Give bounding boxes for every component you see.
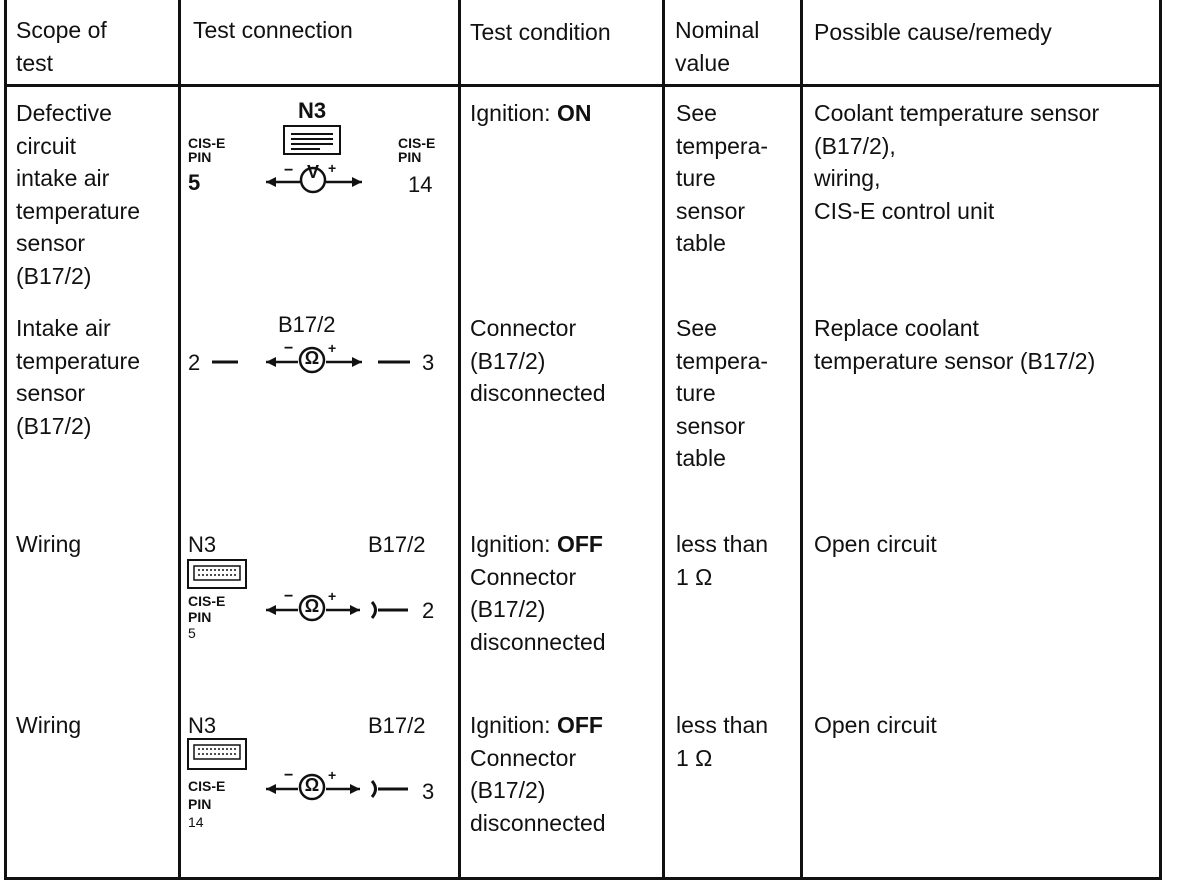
row2-nominal: See tempera- ture sensor table (676, 315, 769, 471)
row1-test-diagram: N3 V − + CIS-E PIN 5 CIS-E PIN 14 (180, 88, 458, 208)
left-pin-label: CIS-E (188, 135, 226, 151)
row4-scope: Wiring (16, 712, 82, 738)
row3-cause: Open circuit (814, 531, 937, 557)
ohmmeter-icon (298, 773, 326, 801)
left-pin-number: 5 (188, 170, 201, 195)
header-condition: Test condition (470, 19, 611, 45)
ohmmeter-icon (298, 346, 326, 374)
column-divider (178, 0, 181, 880)
row3-scope: Wiring (16, 531, 82, 557)
meter-plus: + (328, 160, 337, 176)
terminal-number: 3 (422, 779, 435, 804)
meter-minus: − (284, 340, 294, 357)
meter-symbol: Ω (304, 596, 320, 616)
column-divider (458, 0, 461, 880)
column-divider (800, 0, 803, 880)
meter-symbol: V (306, 162, 319, 182)
header-divider (4, 84, 1162, 87)
ohmmeter-wiring-icon (212, 346, 410, 374)
right-pin-label: PIN (398, 149, 422, 165)
row3-test-diagram: N3 B17/2 Ω − + CIS-E PIN 5 2 (180, 528, 458, 658)
table-frame (4, 0, 1162, 880)
pin-label: CIS-E (188, 593, 226, 609)
row4-nominal: less than 1 Ω (676, 712, 769, 771)
row3-condition: Ignition: OFF Connector (B17/2) disconne… (470, 531, 606, 655)
pin-label: PIN (188, 609, 212, 625)
meter-plus: + (328, 340, 337, 356)
diagram-label-b17-2: B17/2 (368, 713, 426, 738)
row2-condition: Connector (B17/2) disconnected (470, 315, 606, 406)
row1-condition: Ignition: ON (470, 100, 592, 126)
pin-label: PIN (188, 796, 212, 812)
meter-minus: − (284, 162, 294, 179)
meter-minus: − (284, 588, 294, 605)
row4-test-diagram: N3 B17/2 Ω − + CIS-E PIN 14 3 (180, 709, 458, 849)
row2-scope: Intake air temperature sensor (B17/2) (16, 315, 141, 439)
diagram-label-n3: N3 (298, 98, 327, 123)
right-terminal-number: 3 (422, 350, 435, 375)
left-terminal-number: 2 (188, 350, 201, 375)
ohmmeter-icon (298, 594, 326, 622)
header-cause: Possible cause/remedy (814, 19, 1052, 45)
meter-plus: + (328, 767, 337, 783)
control-unit-icon (266, 125, 362, 194)
row4-condition: Ignition: OFF Connector (B17/2) disconne… (470, 712, 606, 836)
row1-nominal: See tempera- ture sensor table (676, 100, 769, 256)
row2-test-diagram: B17/2 Ω − + 2 3 (180, 310, 458, 390)
header-connection: Test connection (193, 17, 353, 43)
diagram-label-n3: N3 (188, 713, 217, 738)
right-pin-label: CIS-E (398, 135, 436, 151)
right-pin-number: 14 (408, 172, 433, 197)
control-unit-wiring-icon (187, 738, 408, 801)
pin-label: CIS-E (188, 778, 226, 794)
pin-number: 14 (188, 814, 204, 830)
row4-cause: Open circuit (814, 712, 937, 738)
voltmeter-icon (299, 166, 327, 194)
row2-cause: Replace coolant temperature sensor (B17/… (814, 315, 1096, 374)
diagram-label-n3: N3 (188, 532, 217, 557)
column-divider (662, 0, 665, 880)
row1-cause: Coolant temperature sensor (B17/2), wiri… (814, 100, 1100, 224)
diagram-label-b17-2: B17/2 (278, 312, 336, 337)
row3-nominal: less than 1 Ω (676, 531, 769, 590)
row1-scope: Defective circuit intake air temperature… (16, 100, 141, 289)
left-pin-label: PIN (188, 149, 212, 165)
diagram-label-b17-2: B17/2 (368, 532, 426, 557)
meter-plus: + (328, 588, 337, 604)
terminal-number: 2 (422, 598, 435, 623)
pin-number: 5 (188, 625, 196, 641)
header-scope: Scope of test (16, 17, 107, 76)
control-unit-wiring-icon (187, 559, 408, 622)
meter-symbol: Ω (304, 775, 320, 795)
meter-symbol: Ω (304, 348, 320, 368)
meter-minus: − (284, 767, 294, 784)
header-nominal: Nominal value (675, 17, 760, 76)
